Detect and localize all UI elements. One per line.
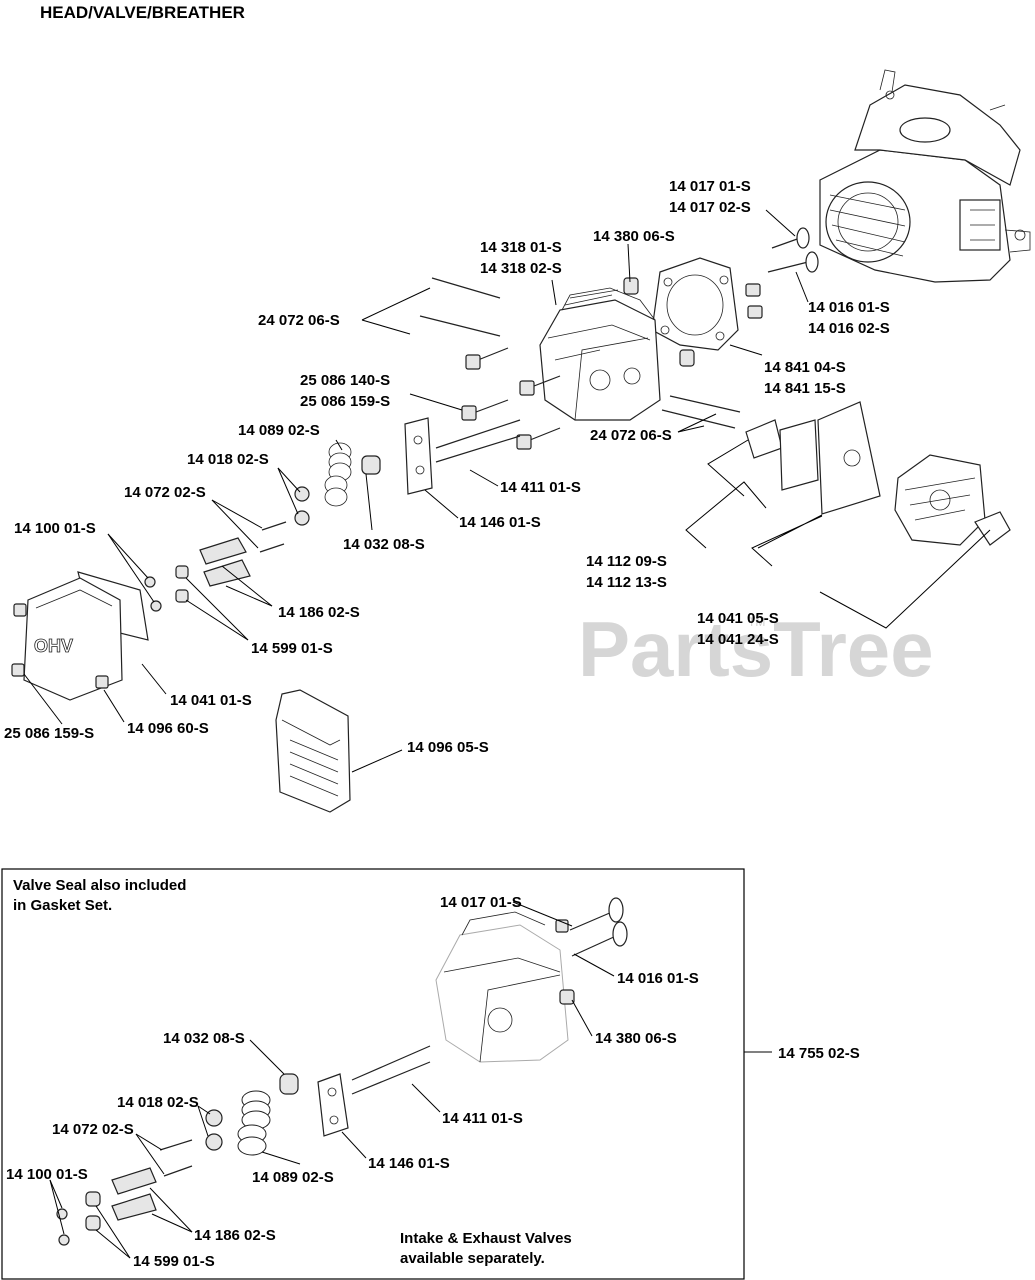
label-14186-top: 14 186 02-S — [278, 604, 360, 621]
label-14032-top: 14 032 08-S — [343, 536, 425, 553]
kit-small-parts-drawing — [56, 1045, 431, 1246]
breather-cover-drawing — [275, 689, 351, 813]
kit-cylinder-head-drawing — [435, 911, 569, 1063]
label-24072-upper: 24 072 06-S — [258, 312, 340, 329]
diagram-title: HEAD/VALVE/BREATHER — [40, 3, 245, 22]
cylinder-head-drawing — [539, 287, 661, 421]
label-kit-14072: 14 072 02-S — [52, 1121, 134, 1138]
kit-box — [1, 868, 745, 1280]
label-14380-top: 14 380 06-S — [593, 228, 675, 245]
label-14096-05: 14 096 05-S — [407, 739, 489, 756]
ohv-embossing: OHV — [34, 636, 73, 656]
watermark: PartsTree — [578, 605, 934, 693]
label-14096-60: 14 096 60-S — [127, 720, 209, 737]
label-14411-top: 14 411 01-S — [500, 479, 581, 496]
watermark-trademark: TM — [748, 615, 765, 629]
label-kit-14186: 14 186 02-S — [194, 1227, 276, 1244]
leader-lines-kit — [49, 901, 615, 1259]
label-24072-lower: 24 072 06-S — [590, 427, 672, 444]
label-14072-top: 14 072 02-S — [124, 484, 206, 501]
label-14041-left: 14 041 01-S — [170, 692, 252, 709]
engine-block-drawing — [819, 69, 1031, 283]
label-14100-top: 14 100 01-S — [14, 520, 96, 537]
label-kit-14380: 14 380 06-S — [595, 1030, 677, 1047]
rocker-parts-drawing — [144, 417, 433, 612]
label-kit-14146: 14 146 01-S — [368, 1155, 450, 1172]
head-gasket-drawing — [623, 257, 739, 367]
label-kit-14017: 14 017 01-S — [440, 894, 522, 911]
label-kit-14100: 14 100 01-S — [6, 1166, 88, 1183]
valve-cover-drawing: OHV — [11, 571, 149, 701]
label-kit-14089: 14 089 02-S — [252, 1169, 334, 1186]
label-14018-top: 14 018 02-S — [187, 451, 269, 468]
carburetor-drawing — [745, 401, 1011, 546]
label-14089-top: 14 089 02-S — [238, 422, 320, 439]
valves-drawing — [745, 227, 819, 319]
label-14599-top: 14 599 01-S — [251, 640, 333, 657]
label-kit-14599: 14 599 01-S — [133, 1253, 215, 1270]
label-kit-14411: 14 411 01-S — [442, 1110, 523, 1127]
part-labels-kit: 14 017 01-S 14 016 01-S 14 380 06-S 14 0… — [6, 894, 699, 1270]
label-25086-bottom: 25 086 159-S — [4, 725, 94, 742]
label-kit-14032: 14 032 08-S — [163, 1030, 245, 1047]
push-rods-drawing — [419, 277, 741, 463]
kit-valves-drawing — [555, 897, 628, 1005]
label-14146-top: 14 146 01-S — [459, 514, 541, 531]
label-kit-14018: 14 018 02-S — [117, 1094, 199, 1111]
label-kit-14016: 14 016 01-S — [617, 970, 699, 987]
leader-lines-top — [23, 209, 991, 773]
label-kit-number: 14 755 02-S — [778, 1045, 860, 1062]
